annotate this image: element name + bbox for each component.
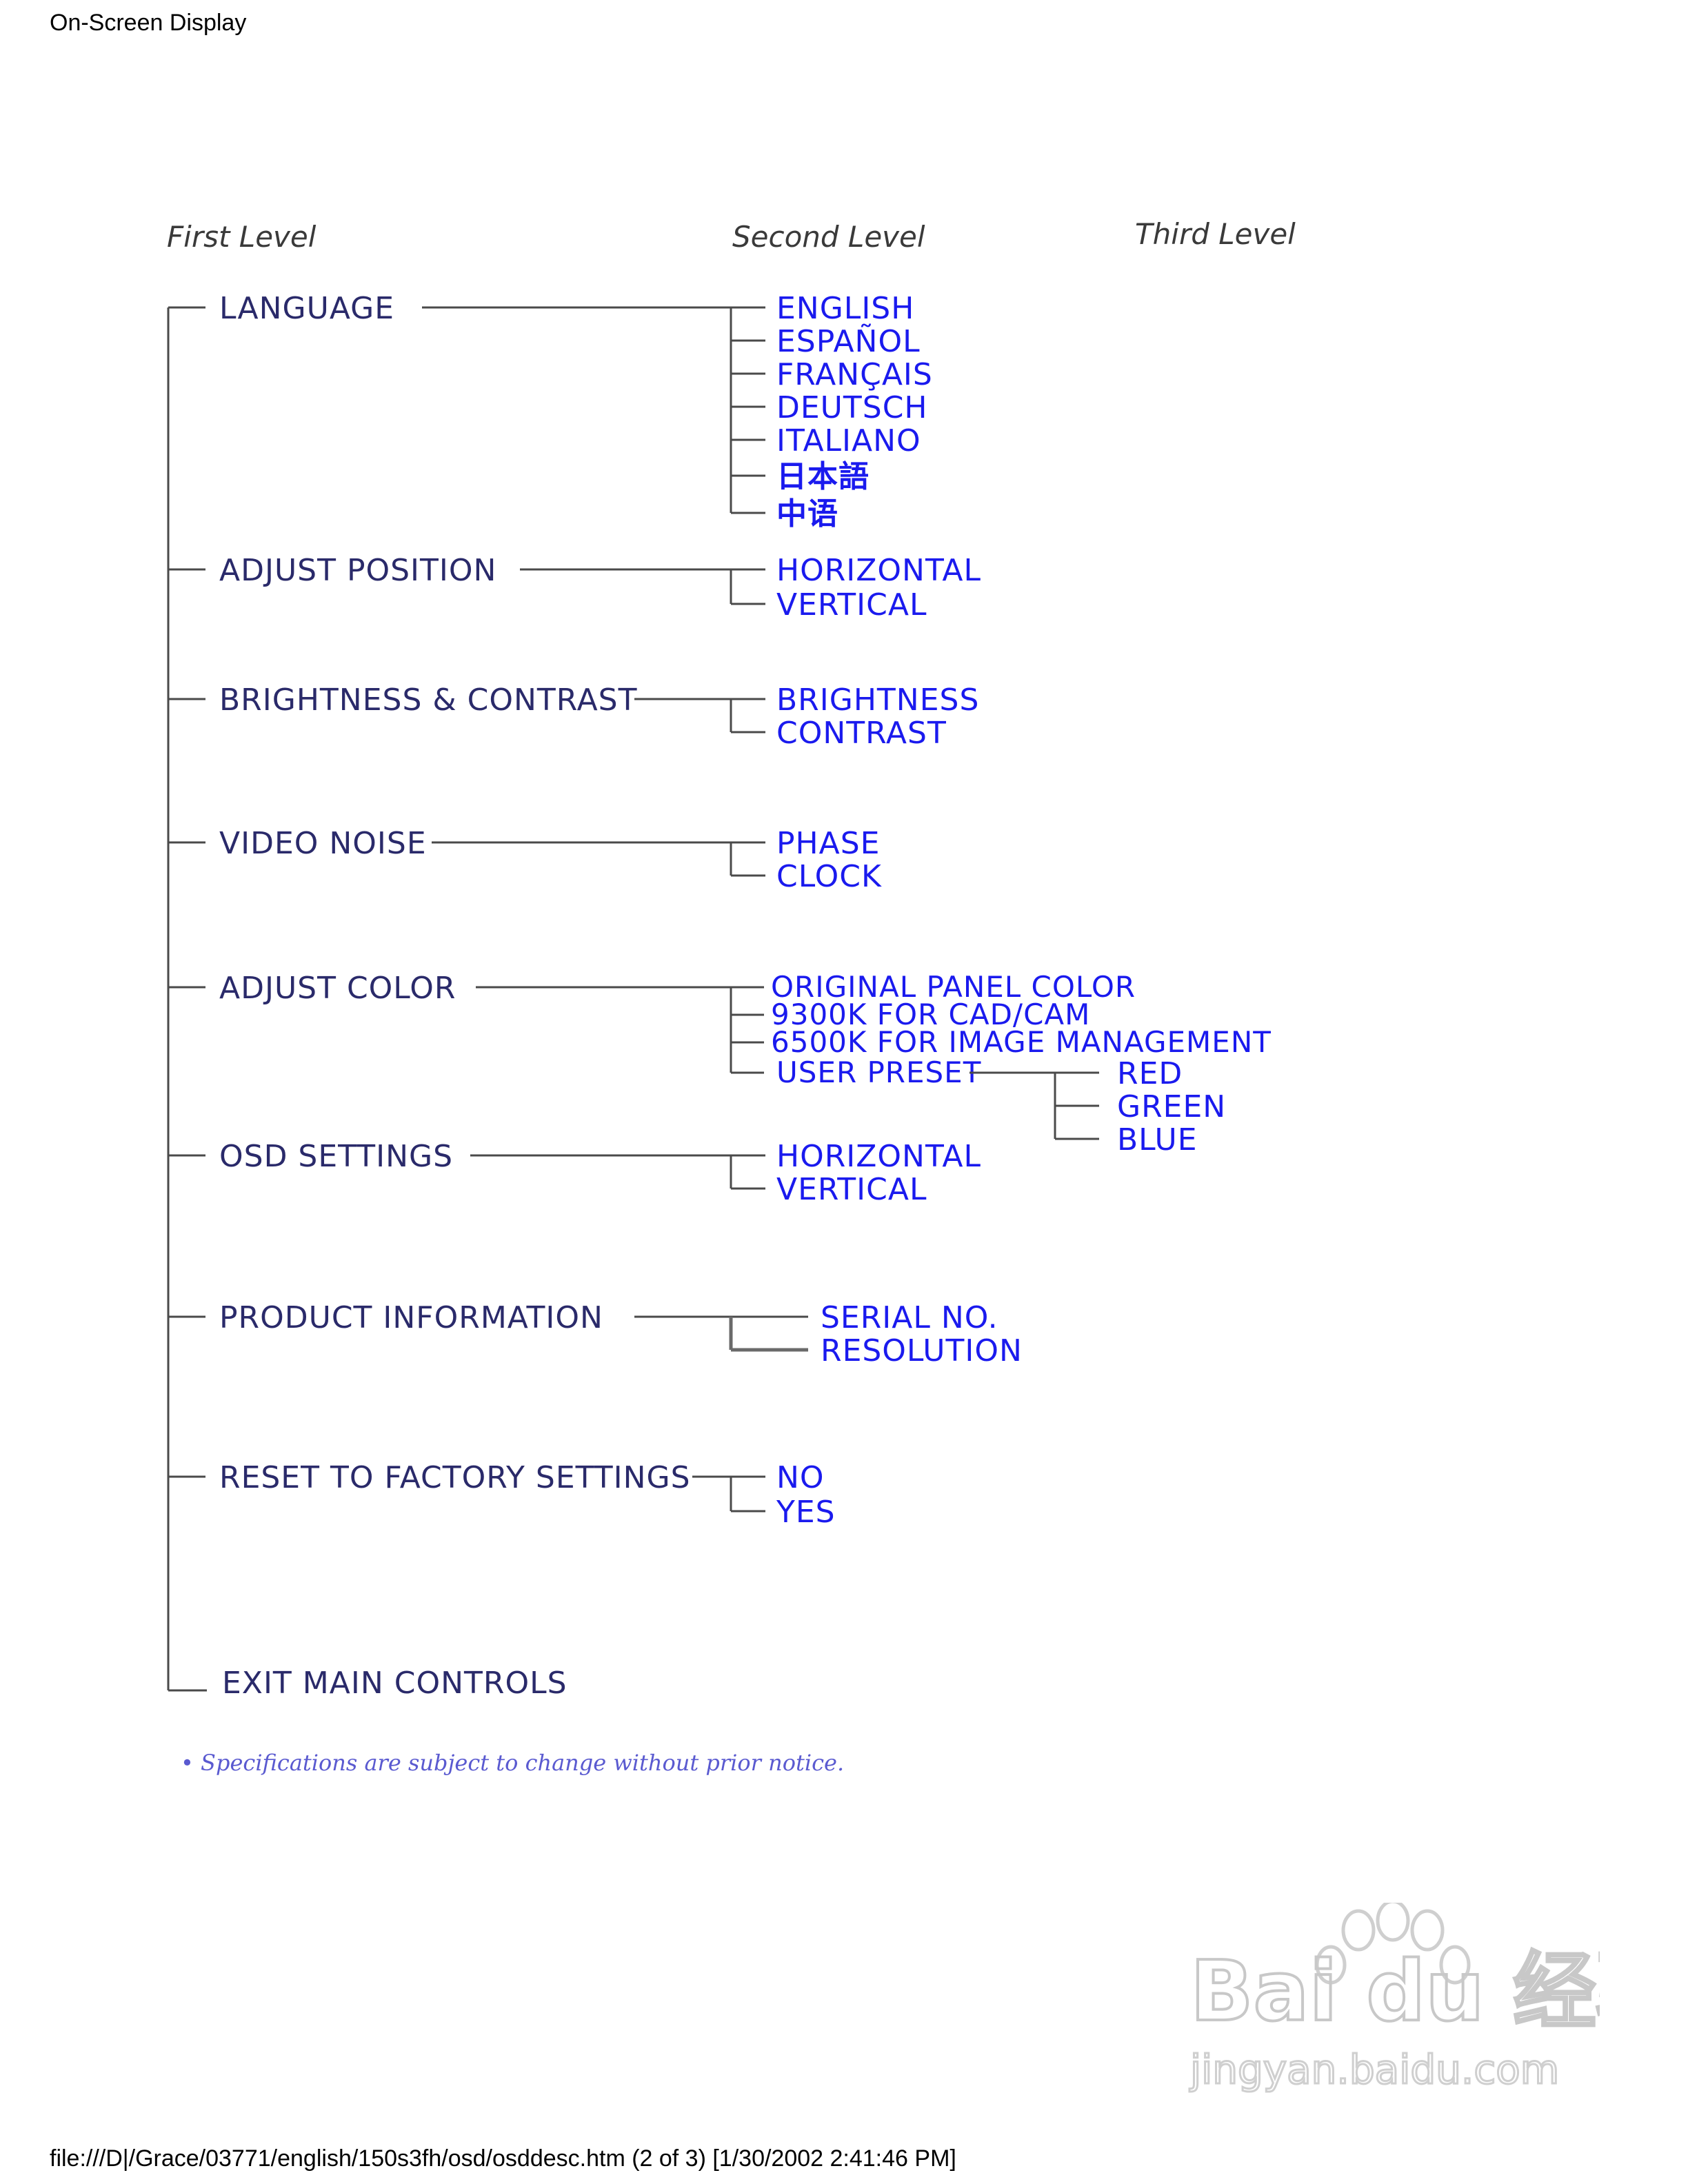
- watermark-brand: Bai du 经验: [1190, 1944, 1600, 2040]
- option-vertical: VERTICAL: [776, 587, 927, 623]
- header-second-level: Second Level: [732, 220, 925, 254]
- option-no: NO: [776, 1460, 825, 1495]
- paw-icon: [1315, 1903, 1471, 1985]
- menu-item-reset-factory: RESET TO FACTORY SETTINGS: [219, 1460, 691, 1495]
- option-serial-no: SERIAL NO.: [821, 1300, 998, 1335]
- menu-item-adjust-color: ADJUST COLOR: [219, 971, 456, 1006]
- option-original-panel-color: ORIGINAL PANEL COLOR: [771, 970, 1136, 1004]
- watermark-url: jingyan.baidu.com: [1189, 2046, 1559, 2093]
- menu-item-brightness-contrast: BRIGHTNESS & CONTRAST: [219, 682, 638, 718]
- menu-item-exit-main-controls: EXIT MAIN CONTROLS: [222, 1666, 567, 1701]
- option-horizontal: HORIZONTAL: [776, 553, 981, 588]
- option-9300k: 9300K FOR CAD/CAM: [771, 998, 1090, 1031]
- header-first-level: First Level: [167, 220, 316, 254]
- option-francais: FRANÇAIS: [776, 357, 933, 392]
- option-red: RED: [1117, 1056, 1183, 1091]
- option-chinese: 中语: [776, 496, 838, 532]
- baidu-watermark: Bai du 经验 jingyan.baidu.com: [1188, 1903, 1600, 2094]
- option-green: GREEN: [1117, 1089, 1226, 1124]
- menu-item-osd-settings: OSD SETTINGS: [219, 1139, 453, 1174]
- option-english: ENGLISH: [776, 291, 914, 326]
- option-clock: CLOCK: [776, 859, 882, 894]
- option-user-preset: USER PRESET: [776, 1055, 981, 1089]
- option-italiano: ITALIANO: [776, 423, 921, 458]
- option-japanese: 日本語: [776, 459, 870, 494]
- option-6500k: 6500K FOR IMAGE MANAGEMENT: [771, 1025, 1272, 1059]
- menu-item-product-information: PRODUCT INFORMATION: [219, 1300, 603, 1335]
- specifications-note: • Specifications are subject to change w…: [181, 1750, 844, 1776]
- menu-item-language: LANGUAGE: [219, 291, 394, 326]
- page-header: On-Screen Display: [50, 10, 247, 36]
- option-vertical: VERTICAL: [776, 1172, 927, 1207]
- option-horizontal: HORIZONTAL: [776, 1139, 981, 1174]
- header-third-level: Third Level: [1135, 217, 1296, 251]
- option-espanol: ESPAÑOL: [776, 323, 921, 359]
- option-resolution: RESOLUTION: [821, 1333, 1023, 1368]
- menu-item-video-noise: VIDEO NOISE: [219, 826, 427, 861]
- option-contrast: CONTRAST: [776, 716, 947, 751]
- option-brightness: BRIGHTNESS: [776, 682, 979, 718]
- option-blue: BLUE: [1117, 1122, 1198, 1157]
- page-footer: file:///D|/Grace/03771/english/150s3fh/o…: [50, 2145, 956, 2172]
- option-deutsch: DEUTSCH: [776, 390, 928, 425]
- option-phase: PHASE: [776, 826, 880, 861]
- option-yes: YES: [776, 1495, 836, 1530]
- menu-item-adjust-position: ADJUST POSITION: [219, 553, 496, 588]
